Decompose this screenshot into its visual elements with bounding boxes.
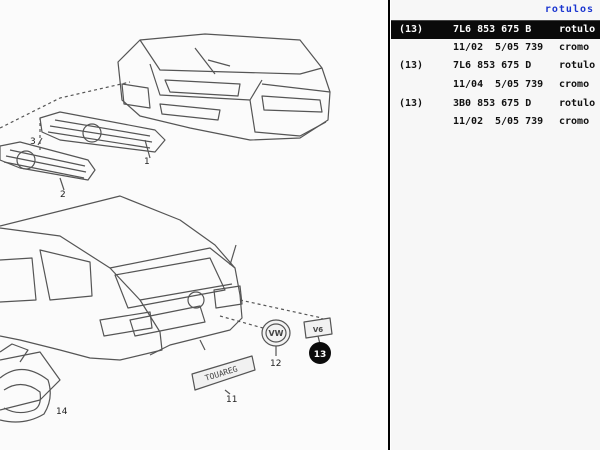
list-title: rotulos bbox=[544, 4, 594, 15]
badge-text: V6 bbox=[313, 326, 323, 334]
callout-13-marker[interactable]: 13 bbox=[309, 342, 331, 364]
callout-13: 13 bbox=[314, 350, 327, 360]
parts-list-header: rotulos bbox=[391, 0, 600, 21]
part-finish: cromo bbox=[559, 79, 590, 90]
callout-14: 14 bbox=[56, 407, 68, 417]
callout-12: 12 bbox=[270, 359, 281, 369]
part-date: 11/04 bbox=[453, 79, 484, 90]
part-description: rotulo bbox=[559, 60, 596, 71]
callout-3: 3 bbox=[30, 137, 36, 147]
list-item[interactable]: (13) 7L6 853 675 B rotulo bbox=[391, 21, 600, 39]
part-date: 11/02 bbox=[453, 42, 484, 53]
part-description: rotulo bbox=[559, 98, 596, 109]
list-item-detail[interactable]: 11/02 5/05 739 cromo bbox=[391, 39, 600, 57]
car-front-drawing bbox=[117, 33, 331, 141]
list-item-detail[interactable]: 11/02 5/05 739 cromo bbox=[391, 113, 600, 131]
part-number: 7L6 853 675 B bbox=[453, 24, 532, 35]
callout-11: 11 bbox=[226, 395, 237, 405]
pane-divider[interactable] bbox=[388, 0, 390, 450]
parts-diagram: TOUAREG VW V6 1 2 3 11 12 14 13 bbox=[0, 33, 333, 423]
logo-text: VW bbox=[268, 329, 283, 338]
list-item[interactable]: (13) 3B0 853 675 D rotulo bbox=[391, 95, 600, 113]
ref-number: (13) bbox=[399, 24, 424, 35]
ref-number: (13) bbox=[399, 60, 424, 71]
spare-cover-part-14 bbox=[0, 343, 51, 423]
part-date: 11/02 bbox=[453, 116, 484, 127]
part-description: rotulo bbox=[559, 24, 596, 35]
part-code: 5/05 739 bbox=[495, 116, 544, 127]
empty-list-area bbox=[391, 140, 600, 450]
callout-2: 2 bbox=[60, 190, 66, 200]
grille-part-1 bbox=[39, 111, 166, 153]
part-code: 5/05 739 bbox=[495, 79, 544, 90]
list-item-detail[interactable]: 11/04 5/05 739 cromo bbox=[391, 76, 600, 94]
car-rear-drawing bbox=[0, 195, 243, 411]
part-finish: cromo bbox=[559, 42, 590, 53]
grille-part-2 bbox=[0, 141, 96, 181]
list-item[interactable]: (13) 7L6 853 675 D rotulo bbox=[391, 57, 600, 75]
v6-badge-part-13 bbox=[303, 317, 333, 339]
part-number: 7L6 853 675 D bbox=[453, 60, 532, 71]
parts-list-pane: rotulos (13) 7L6 853 675 B rotulo 11/02 … bbox=[391, 0, 600, 450]
part-finish: cromo bbox=[559, 116, 590, 127]
ref-number: (13) bbox=[399, 98, 424, 109]
part-number: 3B0 853 675 D bbox=[453, 98, 532, 109]
callout-1: 1 bbox=[144, 157, 150, 167]
touareg-emblem-part-11 bbox=[191, 355, 256, 391]
part-code: 5/05 739 bbox=[495, 42, 544, 53]
